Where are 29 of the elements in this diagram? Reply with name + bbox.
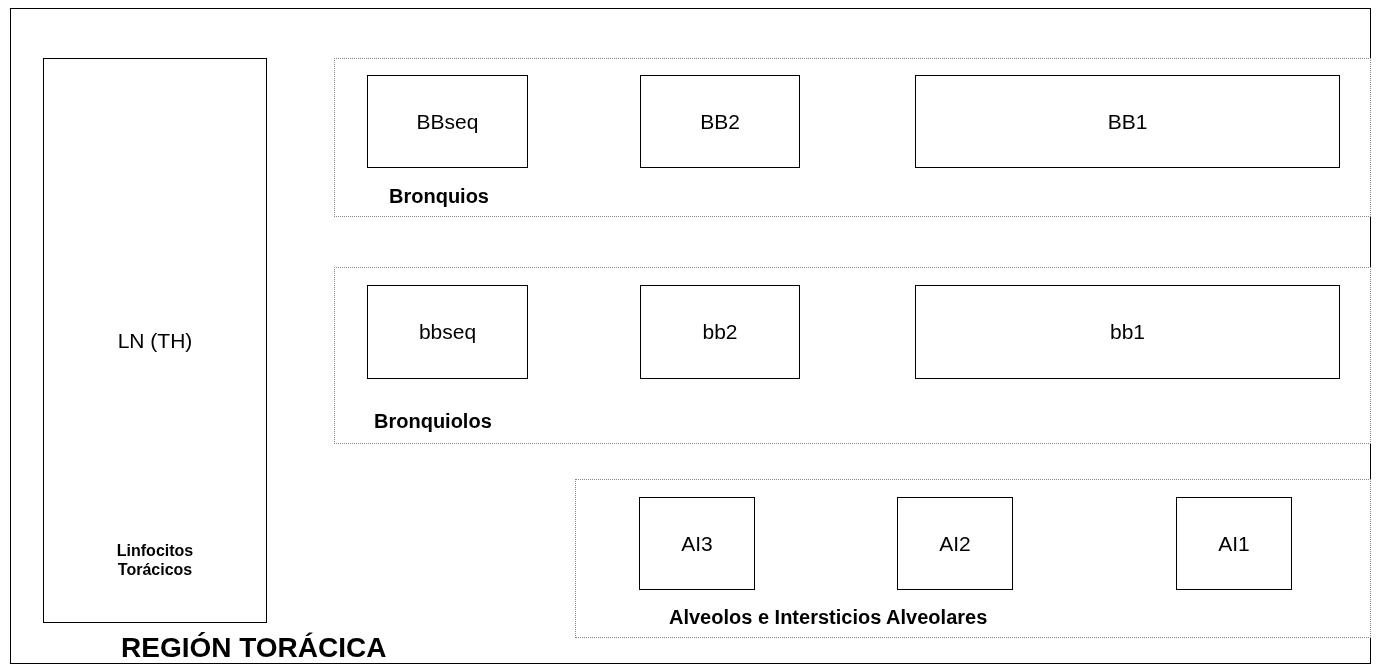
compartment-box (1176, 497, 1292, 590)
compartment-box (639, 497, 755, 590)
lymph-node-box (43, 58, 267, 623)
node-label: AI3 (681, 530, 713, 557)
group-title: Alveolos e Intersticios Alveolares (669, 605, 988, 629)
region-frame (10, 8, 1371, 664)
region-group (575, 479, 1371, 638)
node-label: AI2 (939, 530, 971, 557)
compartment-box (640, 285, 800, 379)
compartment-box (367, 285, 528, 379)
compartment-box (640, 75, 800, 168)
compartment-box (897, 497, 1013, 590)
compartment-box (367, 75, 528, 168)
node-label: BB2 (700, 108, 740, 135)
compartment-box (915, 75, 1340, 168)
region-label: REGIÓN TORÁCICA (121, 631, 387, 665)
region-group (334, 267, 1371, 444)
node-label: bbseq (418, 319, 477, 345)
node-label: BB1 (1107, 108, 1148, 135)
node-label: bb2 (702, 319, 738, 345)
node-label: LN (TH) (117, 327, 193, 354)
node-caption: Linfocitos Torácicos (115, 541, 195, 580)
group-title: Bronquios (389, 184, 489, 208)
node-label: bb1 (1110, 319, 1145, 345)
group-title: Bronquiolos (374, 409, 492, 433)
compartment-box (915, 285, 1340, 379)
node-label: BBseq (416, 108, 479, 135)
node-label: AI1 (1218, 530, 1250, 557)
region-group (334, 58, 1371, 217)
